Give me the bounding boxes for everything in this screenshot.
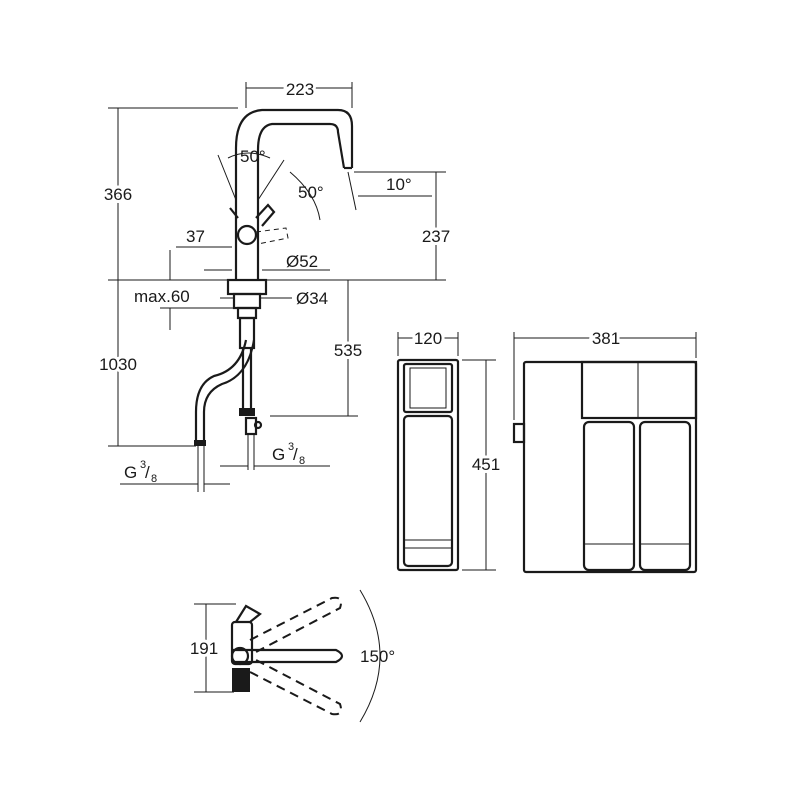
svg-text:/: / [293, 445, 298, 464]
dim-spout-height: 237 [422, 227, 450, 246]
svg-text:3: 3 [140, 459, 146, 471]
dim-filter-box-width: 120 [414, 329, 442, 348]
spout-top-view [232, 648, 344, 664]
svg-text:3: 3 [288, 441, 294, 453]
hose [194, 339, 248, 440]
angle-swivel-top: 50° [240, 147, 266, 166]
dim-shank-length: 535 [334, 341, 362, 360]
dim-hose-length: 1030 [99, 355, 137, 374]
lever-handle [229, 203, 276, 227]
svg-text:8: 8 [151, 473, 157, 485]
filter-unit-side: 381 [512, 326, 698, 574]
thread-right-label: G [272, 445, 285, 464]
dim-top-view-depth: 191 [190, 639, 218, 658]
faucet-top-view: 150° 191 [187, 589, 395, 723]
dim-faucet-reach: 223 [286, 80, 314, 99]
faucet-side-view: 223 366 50° 50° 10° 237 37 Ø52 max.60 [96, 77, 453, 492]
filter-box-front: 120 451 [396, 326, 503, 572]
lever-knob [236, 224, 258, 246]
dim-total-height: 366 [104, 185, 132, 204]
angle-rotation-range: 150° [360, 647, 395, 666]
dim-base-diameter: Ø52 [286, 252, 318, 271]
faucet-body [234, 108, 354, 280]
angle-spout-tilt: 10° [386, 175, 412, 194]
dim-max-deck: max.60 [134, 287, 190, 306]
faucet-body-inner [256, 122, 346, 280]
thread-left-label: G [124, 463, 137, 482]
dim-filter-box-height: 451 [472, 455, 500, 474]
dim-lever-offset: 37 [186, 227, 205, 246]
svg-text:/: / [145, 463, 150, 482]
svg-text:8: 8 [299, 455, 305, 467]
dim-filter-unit-width: 381 [592, 329, 620, 348]
angle-swivel-side: 50° [298, 183, 324, 202]
dim-hole-diameter: Ø34 [296, 289, 328, 308]
